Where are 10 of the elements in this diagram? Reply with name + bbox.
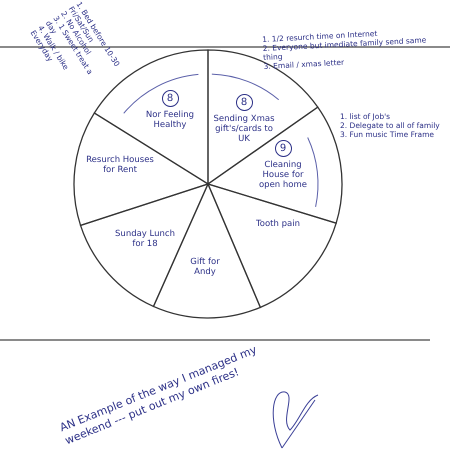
slice-label: Sending Xmas gift's/cards to UK	[214, 114, 274, 144]
slice-label: Sunday Lunch for 18	[115, 229, 175, 249]
slice-label: Gift for Andy	[190, 257, 220, 277]
slice-label: Nor Feeling Healthy	[146, 110, 194, 130]
circled-number: 8	[162, 90, 178, 107]
slice-label: Cleaning House for open home	[258, 160, 307, 190]
slice-label: Tooth pain	[256, 219, 300, 229]
circled-number: 8	[236, 94, 252, 111]
slice-label: Resurch Houses for Rent	[86, 155, 154, 175]
circled-number: 9	[274, 140, 292, 157]
